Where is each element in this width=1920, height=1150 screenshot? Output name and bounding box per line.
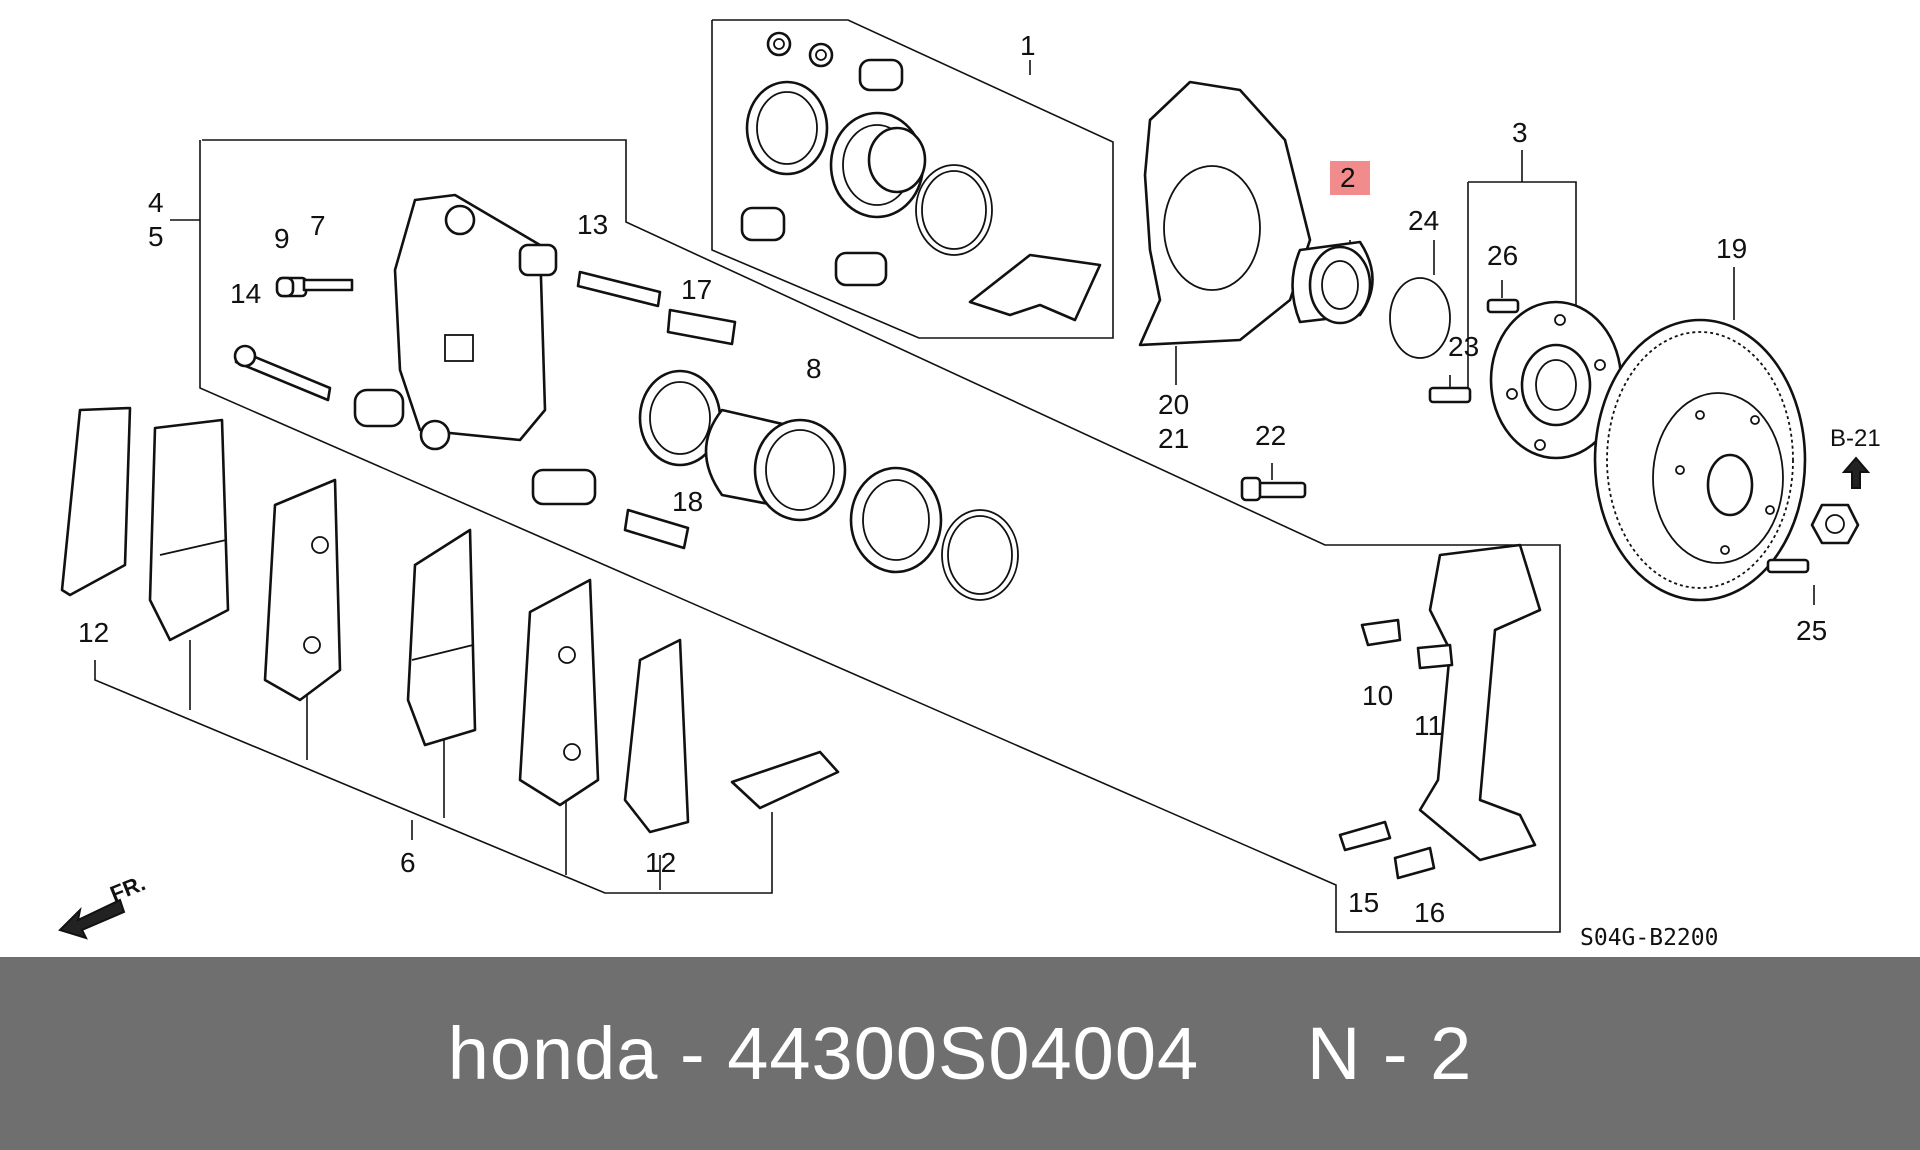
label-part-17: 17 [681, 274, 712, 305]
label-part-3: 3 [1512, 117, 1528, 148]
label-part-1: 1 [1020, 30, 1036, 61]
label-part-18: 18 [672, 486, 703, 517]
footer-part-number: honda - 44300S04004 N - 2 [447, 1012, 1473, 1095]
label-part-20: 20 [1158, 389, 1189, 420]
label-part-9: 9 [274, 223, 290, 254]
parts-diagram: FR. 1 2 3 4 5 6 7 8 9 10 11 12 12 13 14 … [58, 19, 1881, 951]
label-part-19: 19 [1716, 233, 1747, 264]
piston-and-seals [638, 369, 1019, 601]
diagram-code: S04G-B2200 [1580, 925, 1718, 951]
front-direction-arrow-icon [58, 898, 126, 940]
exploded-brake-assembly: FR. 1 2 3 4 5 6 7 8 9 10 11 12 12 13 14 … [58, 19, 1881, 951]
circlip [1389, 277, 1451, 359]
label-part-11: 11 [1414, 710, 1443, 741]
label-ref-b21: B-21 [1830, 425, 1881, 452]
hub-flange [1428, 298, 1623, 460]
part-labels: 1 2 3 4 5 6 7 8 9 10 11 12 12 13 14 15 1… [78, 30, 1881, 951]
splash-shield [1138, 80, 1312, 347]
b21-arrow-icon [1841, 456, 1871, 489]
label-part-6: 6 [400, 847, 416, 878]
label-part-13: 13 [577, 209, 608, 240]
fr-label: FR. [107, 870, 149, 906]
label-part-22: 22 [1255, 420, 1286, 451]
caliper-assembly [233, 193, 737, 550]
group-lines [94, 19, 1815, 933]
label-part-4: 4 [148, 187, 164, 218]
fasteners [1240, 476, 1860, 574]
label-part-14: 14 [230, 278, 261, 309]
label-part-21: 21 [1158, 423, 1189, 454]
brake-pads [60, 406, 840, 834]
label-part-25: 25 [1796, 615, 1827, 646]
part-2-highlight [1330, 161, 1370, 195]
label-part-8: 8 [806, 353, 822, 384]
label-part-7: 7 [310, 210, 326, 241]
label-part-5: 5 [148, 221, 164, 252]
caliper-bracket [1338, 543, 1542, 880]
label-part-16: 16 [1414, 897, 1445, 928]
label-part-10: 10 [1362, 680, 1393, 711]
label-part-12-right: 12 [645, 847, 676, 878]
label-part-2: 2 [1340, 162, 1356, 193]
label-part-12-left: 12 [78, 617, 109, 648]
label-part-24: 24 [1408, 205, 1439, 236]
footer-bar: honda - 44300S04004 N - 2 [0, 957, 1920, 1150]
brake-disc [1593, 318, 1807, 602]
label-part-15: 15 [1348, 887, 1379, 918]
wheel-bearing [1291, 240, 1374, 325]
seal-kit-parts [740, 31, 1102, 322]
label-part-26: 26 [1487, 240, 1518, 271]
label-part-23: 23 [1448, 331, 1479, 362]
